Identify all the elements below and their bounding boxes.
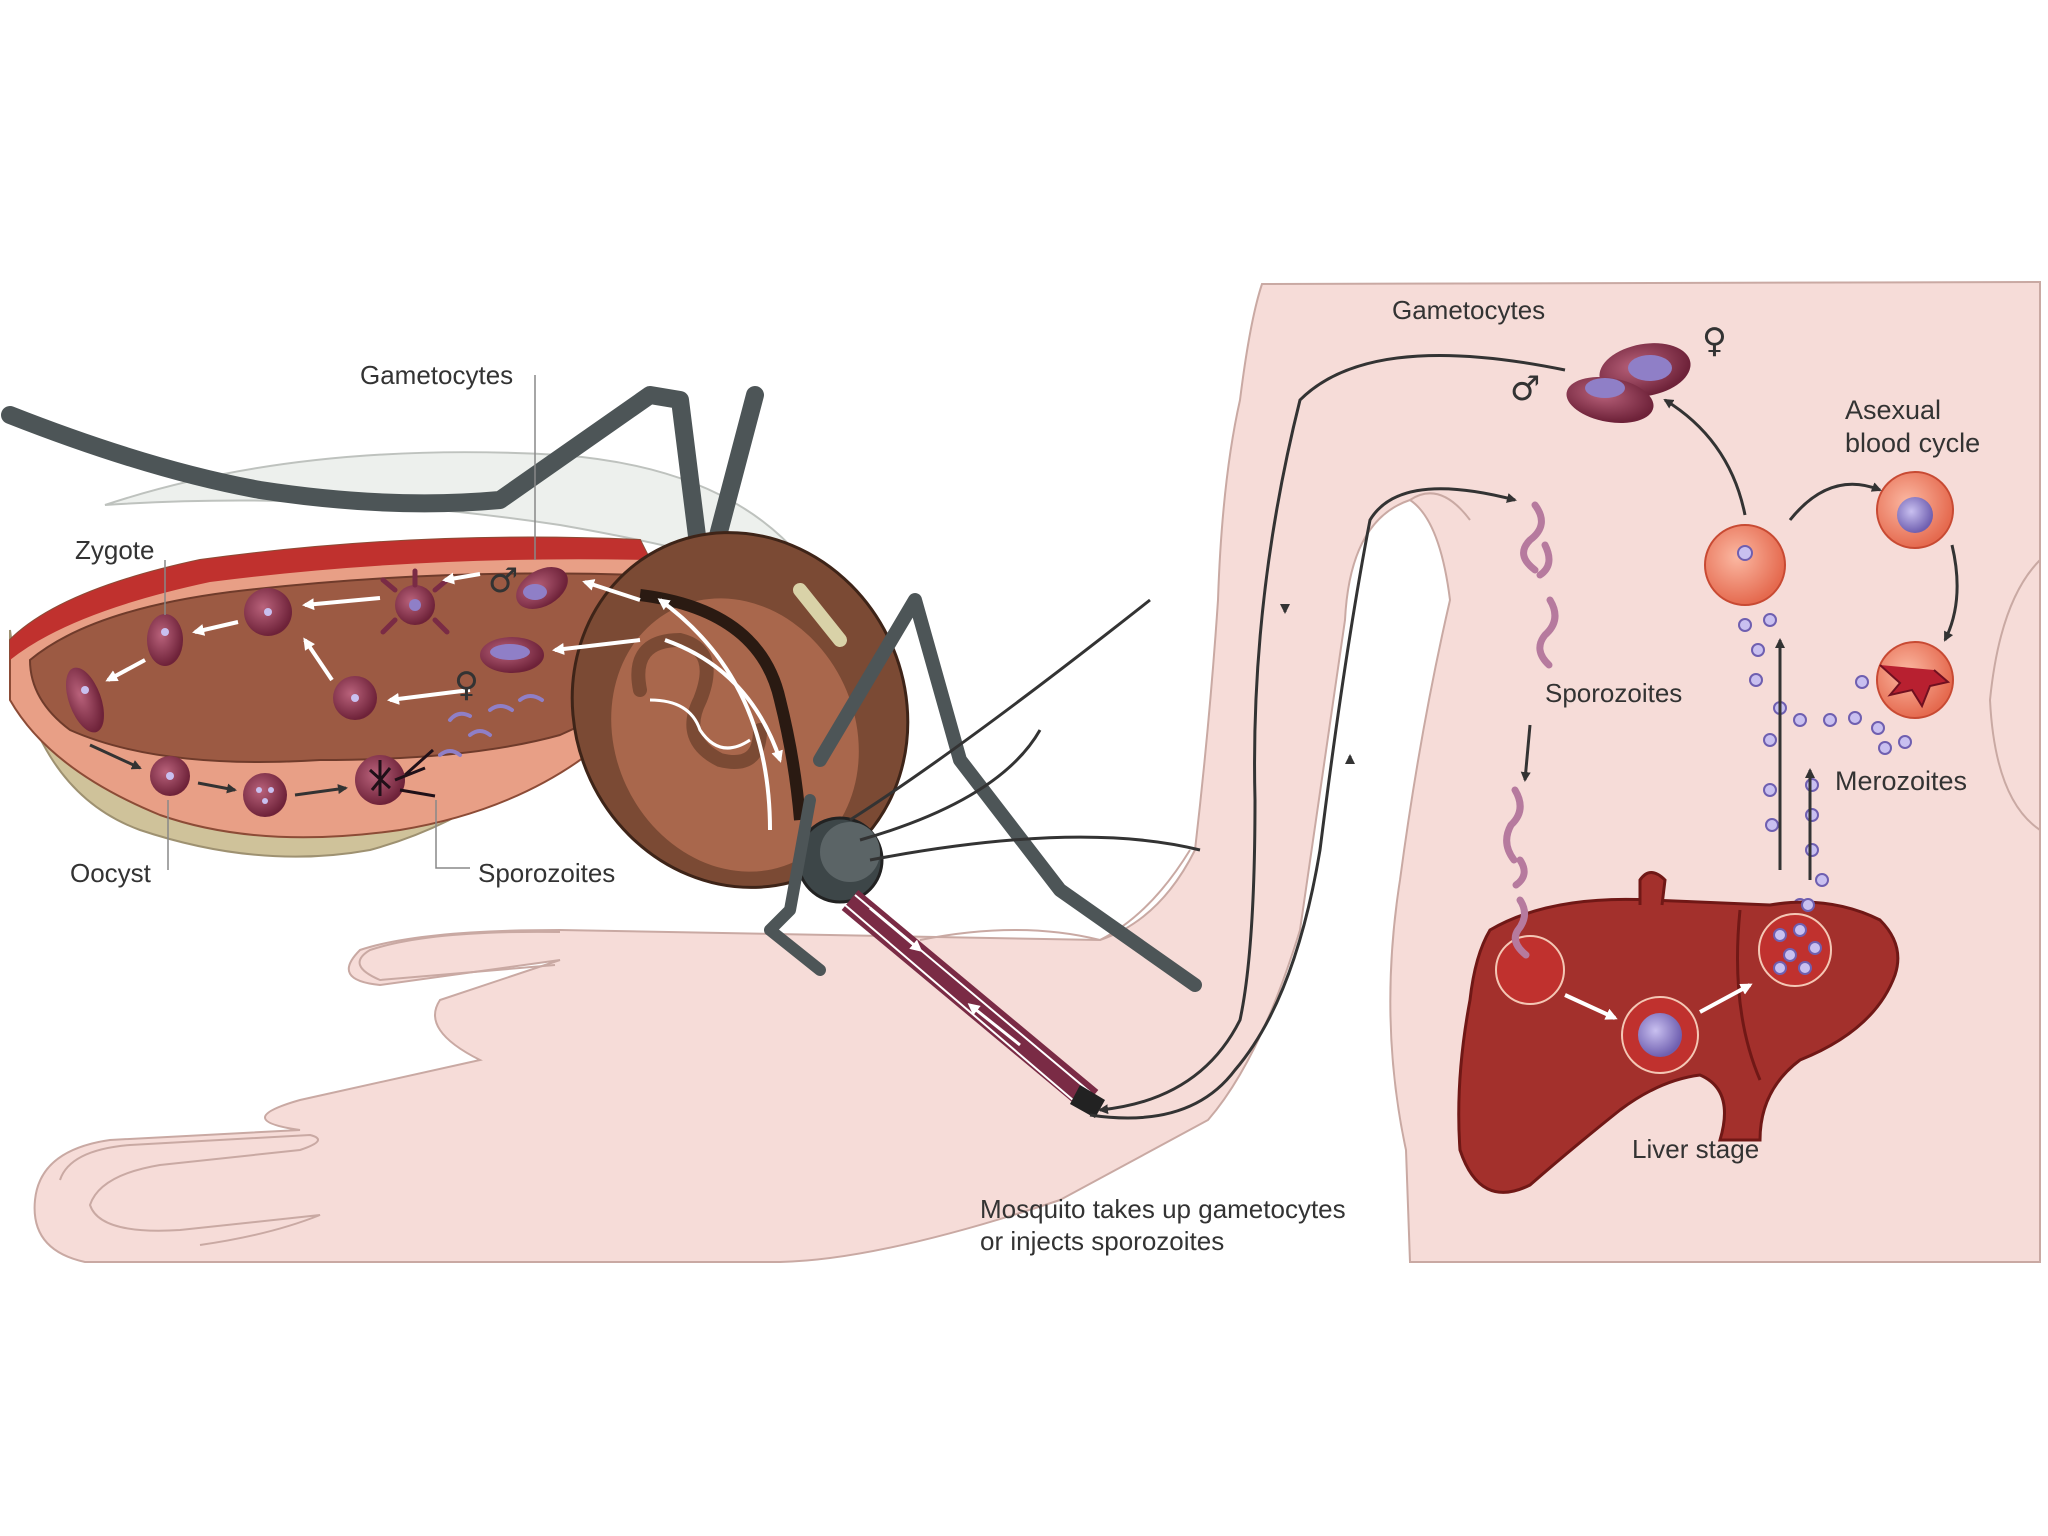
liver-merozoites (1773, 898, 1822, 975)
sporozoite-entering-liver (1511, 896, 1530, 959)
arrow-thorax-to-gametocyte (582, 579, 641, 602)
right-side-curve (1988, 559, 2041, 831)
arrow-penetrating-to-oocyst (89, 743, 142, 770)
liver-lobe-line (1736, 909, 1762, 1081)
ookinete (147, 614, 183, 666)
arrow-liver-2 (1699, 983, 1753, 1014)
arrow-gametocytes-down-arm (1098, 353, 1566, 1115)
label-merozoites: Merozoites (1835, 766, 1967, 796)
arrow-oocyst2-to-rupturing (294, 784, 348, 797)
gut-male-symbol-icon: ♂ (488, 561, 518, 601)
label-mosquito-sporozoites: Sporozoites (478, 858, 615, 888)
thumb-outline (358, 930, 561, 982)
mosquito-antenna-2 (859, 729, 1042, 842)
label-human-gametocytes: Gametocytes (1392, 295, 1545, 325)
arrow-oocyst1-to-oocyst2 (197, 781, 237, 794)
arrow-flagellated-to-zygote (302, 596, 381, 611)
mosquito-leg-front-1 (813, 593, 1202, 992)
salivary-gland (631, 632, 767, 769)
oocyst-2-dot-c (262, 798, 268, 804)
blood-male-symbol-icon: ♂ (1510, 369, 1540, 409)
blood-stage (1503, 343, 1959, 912)
mosquito-antenna-1 (849, 598, 1151, 822)
abdomen-stripe (10, 537, 650, 660)
label-liver-stage: Liver stage (1632, 1134, 1759, 1164)
liver-stage (1457, 871, 1900, 1194)
merozoite-dots (1738, 613, 1912, 912)
caption-line1: Mosquito takes up gametocytes (980, 1194, 1346, 1224)
mosquito-proboscis (841, 890, 1099, 1110)
arrow-macrogamete-to-zygote (303, 637, 334, 682)
blood-gametocyte-male-nucleus (1585, 378, 1625, 398)
hand-outline (59, 1133, 321, 1246)
arrow-female-to-macrogamete (387, 688, 471, 705)
gut-gametocyte-female-nucleus (490, 644, 530, 660)
caption-line2: or injects sporozoites (980, 1226, 1224, 1256)
zygote-nucleus (264, 608, 272, 616)
gut-gametocyte-male-nucleus (523, 584, 547, 600)
macrogamete-nucleus (351, 694, 359, 702)
arrow-ring-to-gametocyte (1663, 398, 1747, 516)
ookinete-penetrating-nucleus (81, 686, 89, 694)
mosquito-neck (793, 583, 847, 647)
label-human-sporozoites: Sporozoites (1545, 678, 1682, 708)
mosquito-parasite-stages (65, 567, 568, 817)
oocyst-2 (243, 773, 287, 817)
gut-arrows (105, 572, 641, 705)
label-mosquito-gametocytes: Gametocytes (360, 360, 513, 390)
hepatocyte-infection (1495, 935, 1565, 1005)
rbc-ring (1704, 524, 1786, 606)
arrow-thorax-to-female (552, 638, 641, 655)
oocyst-1-nucleus (166, 772, 174, 780)
gut-female-symbol-icon: ♀ (454, 665, 479, 705)
free-sporozoites (438, 694, 544, 757)
thorax-arrow-up (657, 598, 772, 831)
arrow-sporozoites-down (1520, 724, 1532, 782)
blood-female-symbol-icon: ♀ (1702, 321, 1727, 361)
thorax-arrow-down (664, 638, 783, 763)
arrow-sporozoites-up-arm (1089, 487, 1517, 1120)
arrow-liver-1 (1564, 993, 1618, 1020)
trophozoite-nucleus (1897, 497, 1933, 533)
arrow-gametocyte-to-flagellated (442, 572, 481, 585)
oocyst-2-dot-b (268, 787, 274, 793)
leader-sporozoites (435, 800, 470, 869)
male-nucleus-dot (409, 599, 421, 611)
liver-schizont (1638, 1013, 1682, 1057)
arrow-zygote-to-ookinete (192, 620, 239, 636)
label-asexual-line1: Asexual (1845, 395, 1941, 425)
mosquito-leg-back (1, 386, 709, 569)
rbc-ring-parasite (1737, 545, 1753, 561)
armpit-curve (1409, 492, 1471, 521)
body-sporozoites (1503, 501, 1559, 889)
ookinete-penetrating (65, 667, 105, 733)
liver-vessel (1638, 871, 1667, 906)
proboscis-arrow-out (967, 1003, 1021, 1047)
label-oocyst: Oocyst (70, 858, 152, 888)
arrow-ring-to-trophozoite (1788, 482, 1882, 521)
label-zygote: Zygote (75, 535, 155, 565)
proboscis-arrow-in (869, 906, 923, 952)
arm-upper-edge (919, 849, 1191, 942)
gut-duct-dark (639, 589, 806, 821)
arrow-ookinete-to-penetrating (105, 658, 146, 682)
leader-lines (164, 375, 536, 870)
oocyst-2-dot-a (256, 787, 262, 793)
arrow-trophozoite-to-schizont (1943, 544, 1959, 642)
label-asexual-line2: blood cycle (1845, 428, 1980, 458)
mosquito-eye (820, 822, 880, 882)
thorax-wavy (649, 698, 751, 750)
circulation-arrows (1089, 353, 1566, 1120)
ookinete-nucleus (161, 628, 169, 636)
male-flagella (380, 568, 450, 635)
oocyst-sporozoites-burst (368, 748, 436, 798)
mosquito-leg-front-2 (764, 794, 826, 976)
mosquito-antenna-3 (869, 835, 1201, 862)
blood-gametocyte-female-nucleus (1628, 355, 1672, 381)
schizont-burst (1879, 664, 1951, 709)
oocyst-arrows (89, 743, 348, 797)
proboscis-tip (1070, 1085, 1105, 1118)
